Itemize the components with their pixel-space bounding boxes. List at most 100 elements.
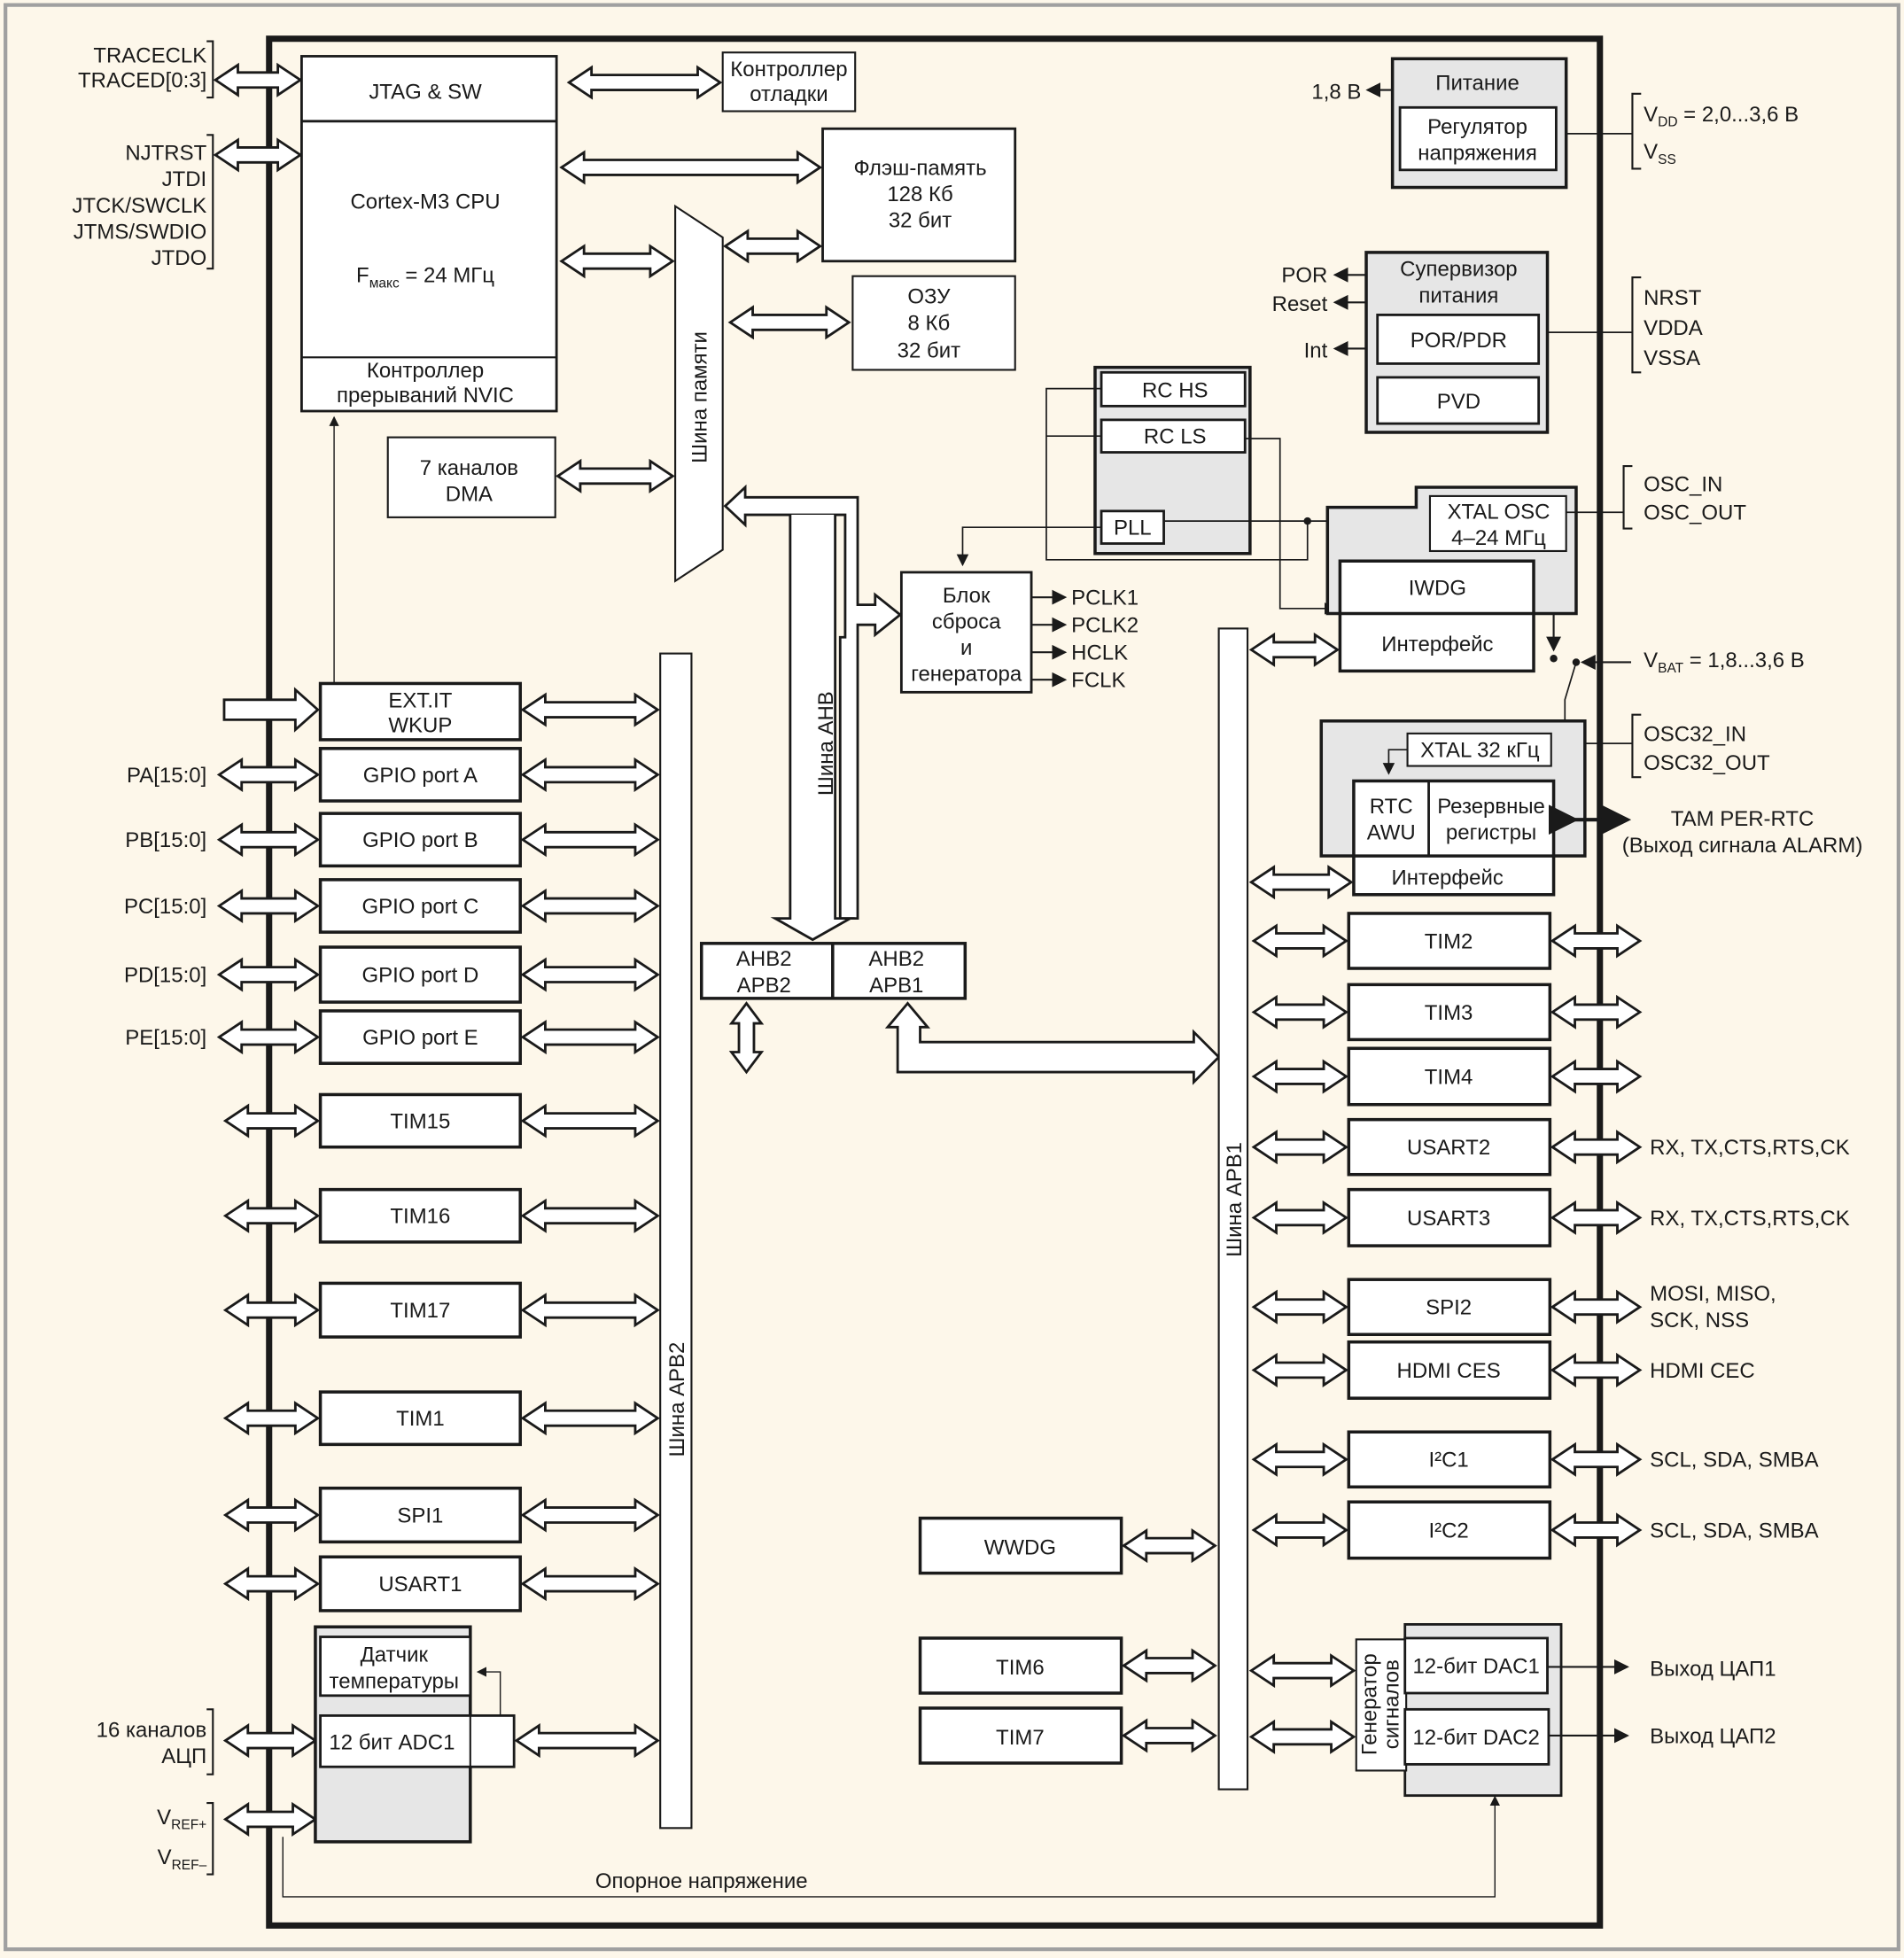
wwdg-block <box>918 1516 1123 1575</box>
rc-ls-block <box>1100 418 1247 454</box>
clock-output-3: FCLK <box>1071 669 1125 693</box>
rc-hs-block <box>1100 370 1247 408</box>
adc-channels-label-1: 16 каналов <box>97 1718 207 1742</box>
pll-label: PLL <box>1114 517 1152 540</box>
apb1-pins-3: RX, TX,CTS,RTS,CK <box>1650 1136 1850 1160</box>
int-output-label: Int <box>1304 338 1328 362</box>
ahb-bus-arrow-icon <box>723 484 903 921</box>
apb2-bus <box>659 652 693 1830</box>
rc-ls-label: RC LS <box>1144 425 1207 449</box>
pin-nrst: NRST <box>1644 286 1702 310</box>
debug-arrow-icon <box>566 65 723 100</box>
apb2-block-label-9: TIM1 <box>396 1407 445 1431</box>
cpu-block <box>300 55 558 413</box>
dac2-block <box>1403 1707 1550 1766</box>
apb2-block-11 <box>318 1555 522 1612</box>
apb1-block-label-8: I²C2 <box>1428 1519 1468 1542</box>
pin-jtag-0: NJTRST <box>125 142 206 166</box>
apb1-block-0 <box>1347 912 1552 970</box>
apb1-block-3 <box>1347 1117 1552 1177</box>
apb2-arrow-icon-0 <box>520 692 660 727</box>
apb2-block-label-6: TIM15 <box>390 1110 450 1134</box>
bridge-apb2-arrow-icon <box>728 1001 765 1075</box>
reset-output-label: Reset <box>1272 292 1328 316</box>
clock-output-0: PCLK1 <box>1071 587 1139 610</box>
vref-line-label: Опорное напряжение <box>595 1869 808 1893</box>
apb1-block-label-1: TIM3 <box>1425 1001 1473 1025</box>
apb2-arrow-icon-3 <box>520 888 660 924</box>
bus-arrows <box>213 62 1221 1085</box>
apb1-block-label-2: TIM4 <box>1425 1065 1473 1089</box>
apb1-arrow-icon-6 <box>1251 1352 1349 1387</box>
port-arrow-icon-4 <box>216 1020 321 1055</box>
apb2-block-3 <box>318 878 522 934</box>
cpu-membus-arrow-icon <box>559 244 675 279</box>
apb2-bus-label: Шина APB2 <box>665 1342 689 1457</box>
membus-flash-arrow-icon <box>722 229 823 264</box>
apb1-block-label-5: SPI2 <box>1426 1296 1472 1320</box>
backup-regs-label-2: регистры <box>1446 821 1536 845</box>
apb2-block-label-8: TIM17 <box>390 1299 450 1323</box>
apb2-arrow-icon-4 <box>520 957 660 992</box>
flash-arrow-icon <box>559 150 823 185</box>
port-label-4: PE[15:0] <box>125 1026 206 1050</box>
apb2-block-label-2: GPIO port B <box>362 828 478 852</box>
apb1-pin-arrow-icon-5 <box>1550 1289 1643 1325</box>
apb2-arrow-icon-8 <box>520 1293 660 1328</box>
jtag-sw-label: JTAG & SW <box>369 80 482 104</box>
apb1-pins-7: SCL, SDA, SMBA <box>1650 1449 1818 1472</box>
tamper-label-2: (Выход сигнала ALARM) <box>1622 834 1863 858</box>
apb2-block-10 <box>318 1486 522 1544</box>
flash-label-3: 32 бит <box>889 209 952 233</box>
apb1-block-7 <box>1347 1430 1552 1489</box>
apb1-block-2 <box>1347 1046 1552 1107</box>
memory-bus-label: Шина памяти <box>688 331 711 463</box>
extit-label-2: WKUP <box>388 713 452 737</box>
apb1-block-label-6: HDMI CES <box>1397 1359 1501 1383</box>
pin-vssa: VSSA <box>1644 346 1700 370</box>
pvd-label: PVD <box>1437 390 1480 414</box>
apb1-block-1 <box>1347 983 1552 1042</box>
tim7-block <box>918 1706 1123 1765</box>
ext-arrow-icon-8 <box>222 1293 321 1328</box>
tim7-arrow-icon <box>1121 1718 1217 1753</box>
tim6-arrow-icon <box>1121 1648 1217 1683</box>
apb1-pins-8: SCL, SDA, SMBA <box>1650 1519 1818 1542</box>
iwdg-interface-label: Интерфейс <box>1381 633 1493 657</box>
por-output-label: POR <box>1281 264 1327 288</box>
ahb-bus-label: Шина AHB <box>814 691 838 796</box>
tim7-label: TIM7 <box>996 1726 1045 1750</box>
ram-label-2: 8 Кб <box>908 311 951 335</box>
apb1-pins-5: MOSI, MISO, <box>1650 1282 1776 1306</box>
apb1-block-label-4: USART3 <box>1407 1207 1490 1231</box>
ahb-down-arrow-icon <box>770 515 855 942</box>
apb1-arrow-icon-7 <box>1251 1441 1349 1477</box>
apb2-block-label-7: TIM16 <box>390 1205 450 1229</box>
apb1-pins2-5: SCK, NSS <box>1650 1309 1749 1333</box>
apb1-block-6 <box>1347 1340 1552 1400</box>
iwdg-label: IWDG <box>1409 576 1466 600</box>
rc-hs-label: RC HS <box>1142 378 1208 402</box>
dma-label-2: DMA <box>446 483 493 507</box>
xtal-osc-block <box>1428 494 1567 553</box>
reset-clock-label-2: сброса <box>932 610 1001 633</box>
apb1-pins-4: RX, TX,CTS,RTS,CK <box>1650 1207 1850 1231</box>
nvic-label-2: прерываний NVIC <box>337 384 514 408</box>
apb1-bus <box>1217 627 1249 1791</box>
extit-label-1: EXT.IT <box>388 688 452 712</box>
por-pdr-block <box>1376 313 1541 365</box>
dma-label-1: 7 каналов <box>420 456 518 480</box>
reset-clock-label-1: Блок <box>943 584 991 608</box>
apb2-arrow-icon-6 <box>520 1103 660 1138</box>
power-out-label: 1,8 В <box>1311 80 1361 104</box>
pin-jtag-3: JTMS/SWDIO <box>74 220 206 244</box>
cpu-label: Cortex-M3 CPU <box>350 190 500 214</box>
signal-gen-label-1: Генератор <box>1357 1653 1381 1755</box>
dma-arrow-icon <box>555 458 675 493</box>
dac2-output-label: Выход ЦАП2 <box>1650 1724 1776 1748</box>
clock-output-2: HCLK <box>1071 641 1128 665</box>
pin-osc-in: OSC_IN <box>1644 472 1722 496</box>
apb1-block-5 <box>1347 1278 1552 1337</box>
apb2-arrow-icon-9 <box>520 1401 660 1436</box>
